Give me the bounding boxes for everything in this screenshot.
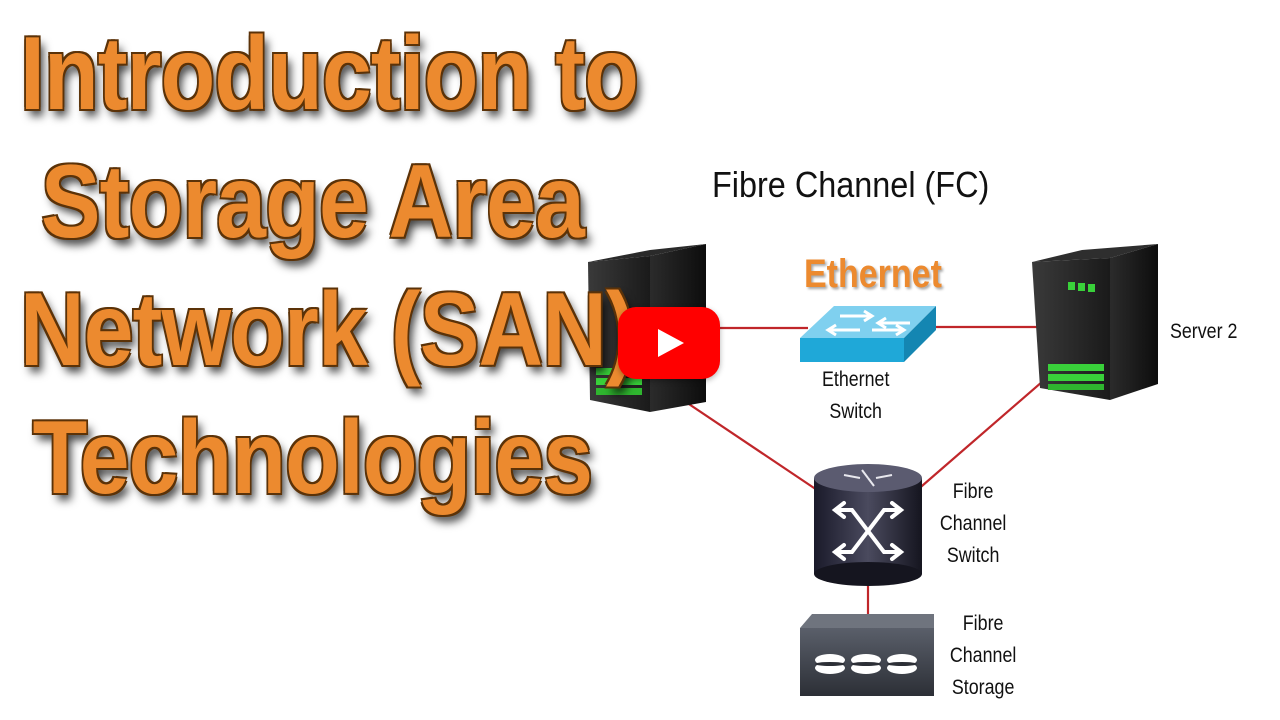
diagram-heading: Fibre Channel (FC) [712,164,990,205]
connection-lines [664,325,1051,622]
fibre-channel-switch-label: Fibre Channel Switch [939,480,1007,567]
play-icon[interactable] [658,329,684,357]
fibre-channel-storage-icon [800,614,934,696]
play-button[interactable] [618,307,720,379]
video-title-line: Storage Area [40,144,585,260]
ethernet-switch-label: Ethernet Switch [821,368,890,423]
video-title-line: Introduction to [20,16,639,132]
link-server2-fcswitch [914,374,1051,493]
server-2-icon [1032,244,1158,400]
video-title-line: Technologies [32,400,593,516]
fibre-channel-storage-label: Fibre Channel Storage [949,612,1017,699]
video-title-line: Network (SAN) [20,272,636,388]
link-server1-fcswitch [664,387,821,493]
ethernet-switch-icon [800,306,936,362]
video-title: Introduction to Storage Area Network (SA… [20,10,639,522]
server-2-label: Server 2 [1169,320,1238,343]
fibre-channel-switch-icon [814,464,922,586]
ethernet-label: Ethernet [804,252,942,296]
